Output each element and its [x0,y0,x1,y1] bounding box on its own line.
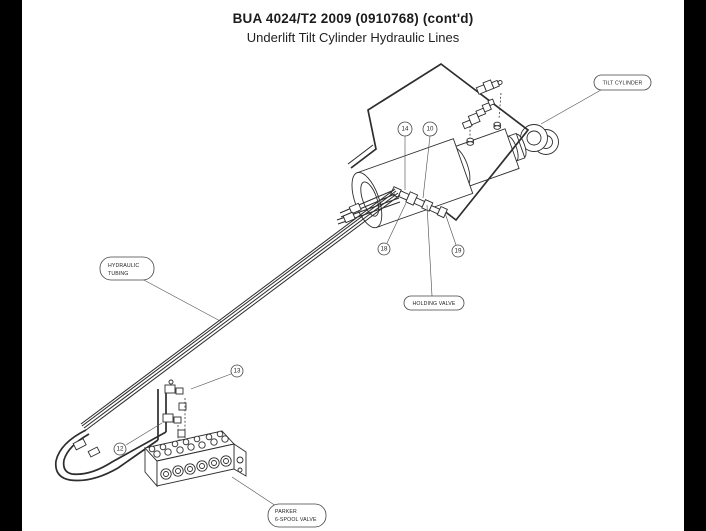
callout-13-number: 13 [234,368,241,375]
riser-elbow-fittings [162,379,187,447]
hydraulic-tubing-label-line2: TUBING [108,271,129,277]
page-header: BUA 4024/T2 2009 (0910768) (cont'd) Unde… [22,0,684,45]
callout-19: 19 [451,244,465,258]
callout-18-number: 18 [381,246,388,253]
valve-spool-caps [160,455,232,480]
page-subtitle: Underlift Tilt Cylinder Hydraulic Lines [246,30,460,45]
callout-10: 10 [422,121,438,137]
hydraulic-tubing-label-line1: HYDRAULIC [108,263,139,269]
right-black-margin [684,0,706,531]
callout-18: 18 [377,242,391,256]
leader-lines [125,89,602,507]
label-tilt-cylinder: TILT CYLINDER [593,74,652,91]
parker-valve-label-line2: 6-SPOOL VALVE [275,517,317,523]
tilt-cylinder-assembly [351,121,559,229]
callout-10-number: 10 [427,126,434,133]
tube-union [87,446,101,458]
spool-valve [144,430,247,488]
side-port-fitting [461,98,496,130]
top-elbow-fitting [475,79,503,95]
label-hydraulic-tubing: HYDRAULIC TUBING [99,256,155,281]
cylinder-port-fittings [466,121,501,146]
cylinder-hose-loop [347,62,530,222]
left-black-margin [0,0,22,531]
callout-19-number: 19 [455,248,462,255]
label-parker-valve: PARKER 6-SPOOL VALVE [267,503,327,528]
callout-12-number: 12 [117,446,124,453]
tube-union [72,437,87,451]
tube-nut [342,211,356,224]
callout-14-number: 14 [402,126,409,133]
callout-13: 13 [230,364,244,378]
label-holding-valve: HOLDING VALVE [403,295,465,311]
valve-end-stud [237,467,243,473]
hose-drop-dashed-line [498,92,502,120]
tube-nut [348,202,362,215]
parker-valve-label-line1: PARKER [275,509,297,515]
valve-top-ports [148,430,229,458]
valve-end-port [236,456,244,464]
holding-valve-label-text: HOLDING VALVE [413,301,456,307]
hydraulic-tubing-lines [54,188,401,482]
callout-14: 14 [397,121,413,137]
tilt-cylinder-label-text: TILT CYLINDER [603,81,643,87]
callout-12: 12 [113,442,127,456]
page-title: BUA 4024/T2 2009 (0910768) (cont'd) [232,11,474,26]
